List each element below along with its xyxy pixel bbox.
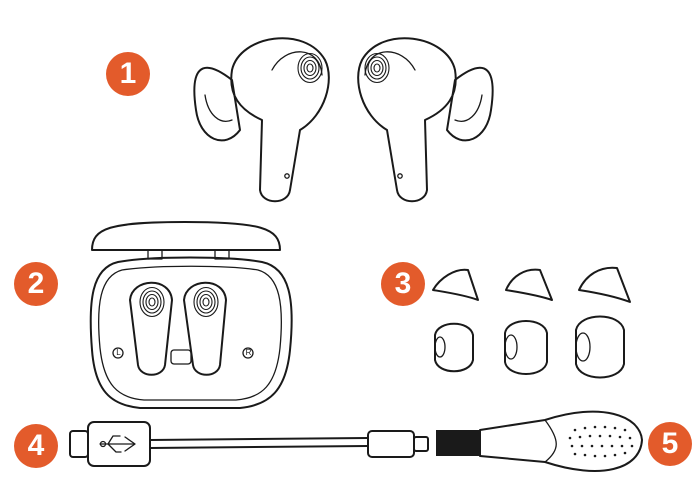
case-left-label: L <box>116 348 121 357</box>
ear-hooks <box>432 266 631 303</box>
badge-2-charging-case: 2 <box>14 262 58 306</box>
left-earbud <box>193 37 330 203</box>
cleaning-brush <box>436 410 643 472</box>
right-earbud <box>357 37 494 203</box>
badge-3-ear-tips: 3 <box>381 262 425 306</box>
ear-tips <box>434 315 625 379</box>
charging-case <box>89 221 293 409</box>
badge-5-cleaning-brush: 5 <box>648 422 692 466</box>
badge-4-usb-cable: 4 <box>14 424 58 468</box>
badge-1-earbuds: 1 <box>106 52 150 96</box>
case-right-label: R <box>245 348 252 357</box>
usb-cable <box>69 421 429 467</box>
